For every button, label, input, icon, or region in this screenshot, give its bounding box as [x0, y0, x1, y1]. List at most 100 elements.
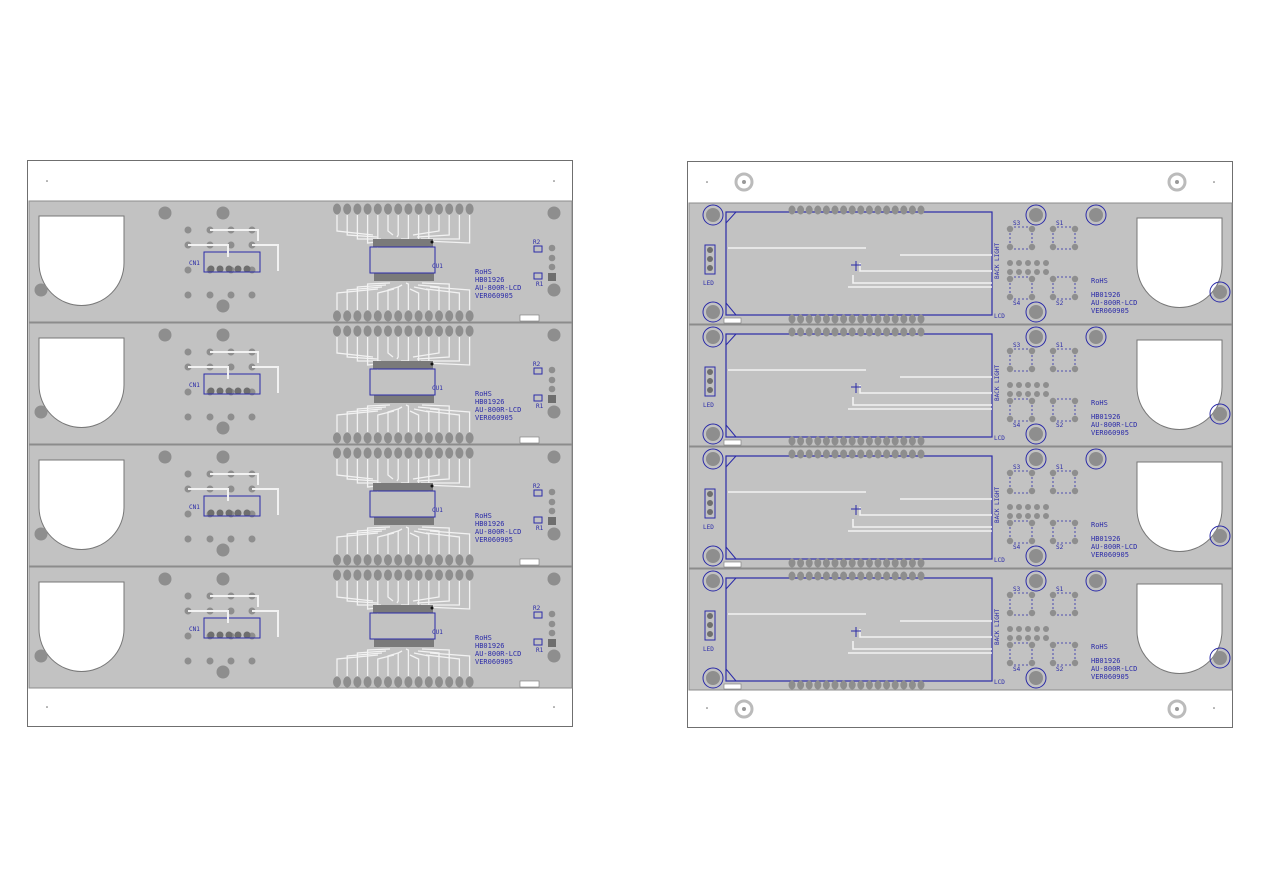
- connector-pad: [1043, 635, 1049, 641]
- edge-pad-bottom: [363, 432, 372, 444]
- connector-pad: [1025, 635, 1031, 641]
- rohs-mark: RoHS: [475, 390, 492, 398]
- switch-pad: [1006, 275, 1014, 283]
- mounting-ring: [1209, 403, 1231, 425]
- mounting-hole: [158, 450, 172, 464]
- lcd-pin-bottom: [822, 680, 830, 690]
- part-number: HB01926: [1091, 413, 1121, 421]
- lcd-pin-top: [874, 205, 882, 215]
- connector-pin: [207, 265, 215, 273]
- lcd-pin-top: [865, 205, 873, 215]
- connector-pin: [207, 631, 215, 639]
- switch-outline: [1009, 226, 1033, 250]
- resistor-r2-label: R2: [533, 605, 541, 612]
- edge-pad-top: [363, 325, 372, 337]
- edge-pad-bottom: [465, 432, 474, 444]
- edge-pad-top: [424, 569, 433, 581]
- switch-pad: [1006, 225, 1014, 233]
- switch-s3-label: S3: [1013, 220, 1021, 227]
- edge-pad-top: [353, 203, 362, 215]
- connector-label: CN1: [189, 626, 200, 633]
- trace: [417, 406, 440, 432]
- mounting-hole: [34, 527, 48, 541]
- edge-pad-bottom: [363, 310, 372, 322]
- pad: [548, 366, 556, 374]
- trace: [366, 404, 391, 432]
- connector-pin: [234, 387, 242, 395]
- connector-outline: [203, 495, 261, 517]
- trace: [413, 286, 430, 310]
- switch-pad: [1028, 275, 1036, 283]
- switch-s1-label: S1: [1056, 220, 1064, 227]
- connector-pad: [1034, 504, 1040, 510]
- lcd-pin-top: [848, 205, 856, 215]
- switch-pad: [1071, 487, 1079, 495]
- switch-s2-label: S2: [1056, 666, 1064, 673]
- resistor-r2-outline: [533, 611, 543, 619]
- lcd-pin-bottom: [788, 314, 796, 324]
- breakaway-tab: [519, 314, 540, 322]
- edge-pad-bottom: [414, 676, 423, 688]
- lcd-pin-top: [891, 449, 899, 459]
- lcd-pin-top: [857, 205, 865, 215]
- led-pad: [707, 613, 713, 619]
- edge-pad-bottom: [435, 432, 443, 444]
- mounting-hole: [547, 283, 561, 297]
- lcd-pin-bottom: [874, 680, 882, 690]
- switch-pad: [1071, 365, 1079, 373]
- center-cross: [851, 627, 861, 637]
- mounting-hole: [706, 671, 720, 685]
- edge-pad-bottom: [424, 676, 433, 688]
- trace: [421, 648, 450, 676]
- lcd-pin-top: [805, 327, 813, 337]
- fiducial-mark: [706, 707, 708, 709]
- ic-outline: [369, 368, 436, 396]
- lcd-pin-bottom: [797, 558, 805, 568]
- lcd-pin-bottom: [788, 680, 796, 690]
- lcd-pin-bottom: [857, 558, 865, 568]
- edge-pad-bottom: [384, 310, 392, 322]
- connector-pad: [1016, 513, 1022, 519]
- connector-pin: [243, 509, 251, 517]
- lcd-pin-bottom: [857, 680, 865, 690]
- mounting-ring: [1085, 204, 1107, 226]
- connector-label: CN1: [189, 504, 200, 511]
- pad: [548, 507, 556, 515]
- connector-pin: [216, 387, 224, 395]
- edge-pad-top: [455, 569, 464, 581]
- part-number: HB01926: [475, 520, 505, 528]
- connector-pad: [1025, 504, 1031, 510]
- edge-pad-bottom: [343, 676, 352, 688]
- switch-pad: [1071, 275, 1079, 283]
- connector-pad: [1007, 513, 1013, 519]
- lcd-pin-top: [831, 571, 839, 581]
- lcd-pin-top: [805, 205, 813, 215]
- mounting-hole: [706, 427, 720, 441]
- mounting-hole: [706, 452, 720, 466]
- mounting-ring: [1209, 281, 1231, 303]
- board-cutout: [38, 459, 125, 550]
- trace: [429, 530, 471, 554]
- mounting-hole: [34, 649, 48, 663]
- edge-pad-bottom: [363, 676, 372, 688]
- mounting-hole: [547, 206, 561, 220]
- switch-pad: [1006, 347, 1014, 355]
- mounting-hole: [547, 527, 561, 541]
- edge-pad-top: [445, 325, 454, 337]
- switch-pad: [1028, 243, 1036, 251]
- mounting-hole: [1089, 330, 1103, 344]
- lcd-pin-top: [874, 571, 882, 581]
- resistor-r1-label: R1: [536, 403, 544, 410]
- switch-s4-label: S4: [1013, 666, 1021, 673]
- trace: [429, 286, 471, 310]
- lcd-pin-top: [908, 327, 916, 337]
- edge-pad-bottom: [373, 676, 382, 688]
- switch-pad: [1028, 225, 1036, 233]
- lcd-pin-bottom: [908, 314, 916, 324]
- pad: [548, 610, 556, 618]
- edge-pad-top: [384, 569, 392, 581]
- connector-pad: [1025, 269, 1031, 275]
- lcd-pin-bottom: [848, 558, 856, 568]
- square-pad: [548, 395, 556, 403]
